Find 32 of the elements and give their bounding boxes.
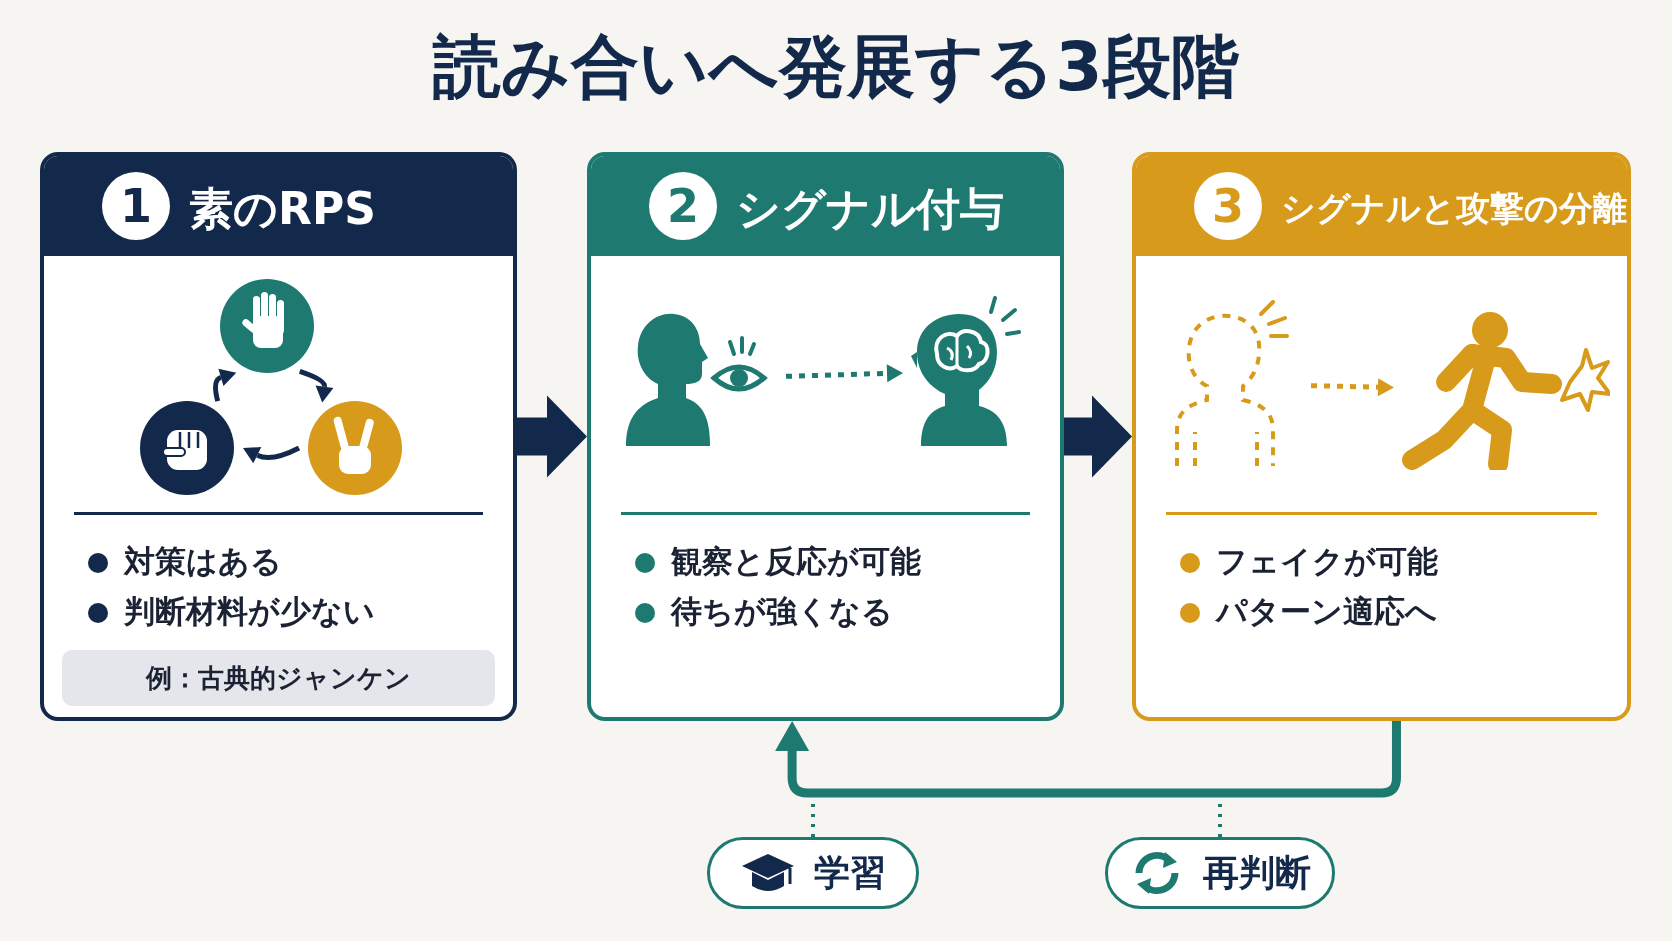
card-title: 素のRPS [189, 182, 376, 236]
step-number: 2 [649, 172, 717, 240]
step-number: 1 [102, 172, 170, 240]
step-number: 3 [1194, 172, 1262, 240]
pill-label: 再判断 [1203, 850, 1311, 895]
arrow [242, 445, 301, 464]
pill-label: 学習 [814, 850, 886, 895]
bullet-text: フェイクが可能 [1216, 542, 1438, 581]
arrow [785, 364, 903, 383]
paper-hand-icon [219, 278, 315, 374]
arrow [298, 369, 334, 403]
stage-card [40, 152, 517, 721]
flow-arrow [517, 395, 587, 478]
card-title: シグナルと攻撃の分離 [1281, 187, 1627, 230]
bullet-text: 待ちが強くなる [671, 592, 893, 631]
running-person-figure [1402, 310, 1610, 470]
bullet-text: 観察と反応が可能 [671, 542, 921, 581]
bullet-text: 判断材料が少ない [124, 592, 375, 631]
scissors-hand-icon [307, 400, 403, 496]
title: 読み合いへ発展する3段階 [431, 26, 1240, 108]
arrow [213, 368, 236, 402]
flow-arrow [775, 721, 1401, 798]
flow-arrow [1064, 395, 1132, 478]
stage-card [587, 152, 1064, 721]
bullet-text: パターン適応へ [1216, 592, 1437, 631]
brain-head-figure [911, 296, 1021, 446]
arrow [1310, 378, 1394, 397]
bullet-text: 対策はある [124, 542, 282, 581]
example-text: 例：古典的ジャンケン [62, 650, 495, 706]
card-title: シグナル付与 [736, 182, 1004, 236]
stage-card [1132, 152, 1631, 721]
fist-hand-icon [139, 400, 235, 496]
